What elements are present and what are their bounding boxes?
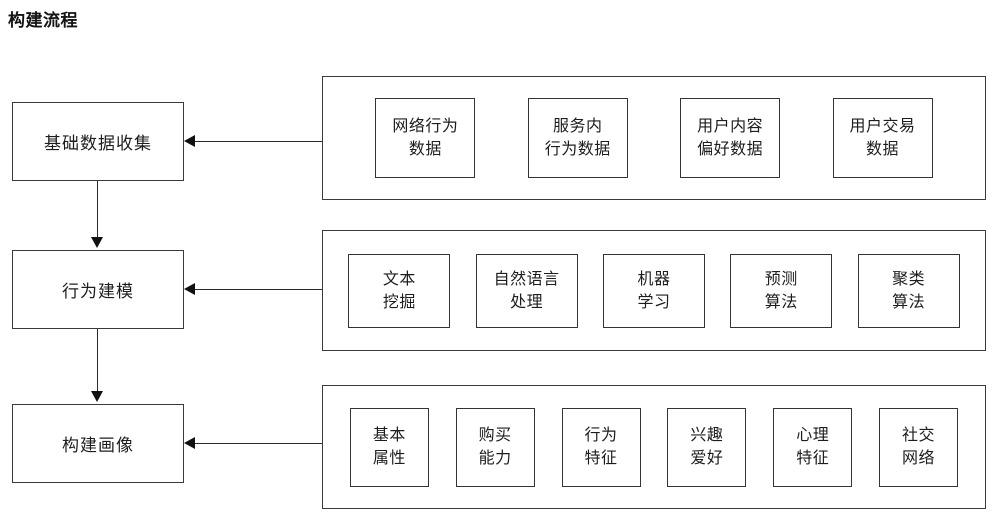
stage-box-profile-building[interactable]: 构建画像: [12, 404, 184, 483]
item-line-2: 属性: [372, 448, 406, 467]
item-box[interactable]: 文本 挖掘: [348, 253, 451, 328]
group-container-modeling-methods: 文本 挖掘 自然语言 处理 机器 学习 预测 算法 聚类 算法: [322, 230, 986, 351]
arrowhead-down-icon: [91, 237, 103, 248]
item-line-2: 挖掘: [382, 291, 416, 311]
item-line-2: 处理: [510, 291, 544, 311]
item-box[interactable]: 预测 算法: [730, 253, 833, 328]
arrowhead-left-icon: [184, 437, 195, 449]
item-line-2: 特征: [796, 448, 830, 467]
item-box[interactable]: 聚类 算法: [857, 253, 960, 328]
connector-line-stage0-to-stage1: [97, 181, 98, 238]
item-line-1: 机器: [637, 268, 671, 288]
connector-line-group2-to-stage2: [190, 443, 322, 444]
group-items-row: 文本 挖掘 自然语言 处理 机器 学习 预测 算法 聚类 算法: [323, 231, 985, 350]
item-line-2: 偏好数据: [697, 139, 764, 158]
item-box[interactable]: 兴趣 爱好: [667, 407, 747, 487]
item-box[interactable]: 行为 特征: [561, 407, 641, 487]
item-box[interactable]: 用户交易 数据: [832, 98, 933, 178]
item-line-1: 兴趣: [690, 425, 724, 445]
arrowhead-down-icon: [91, 391, 103, 402]
item-line-2: 能力: [478, 448, 512, 467]
item-line-2: 数据: [866, 139, 900, 158]
item-box[interactable]: 购买 能力: [455, 407, 535, 487]
item-line-1: 文本: [382, 268, 416, 288]
item-line-2: 算法: [892, 291, 926, 311]
item-box[interactable]: 网络行为 数据: [375, 98, 476, 178]
page-title: 构建流程: [8, 11, 78, 31]
item-line-2: 算法: [764, 291, 798, 311]
item-line-1: 预测: [764, 268, 798, 288]
arrowhead-left-icon: [184, 283, 195, 295]
item-line-2: 爱好: [690, 448, 724, 467]
item-line-1: 服务内: [553, 116, 603, 136]
item-line-1: 心理: [796, 425, 830, 445]
connector-line-group0-to-stage0: [190, 141, 322, 142]
item-line-2: 行为数据: [544, 139, 611, 158]
group-items-row: 网络行为 数据 服务内 行为数据 用户内容 偏好数据 用户交易 数据: [323, 77, 985, 199]
stage-box-behavior-modeling[interactable]: 行为建模: [12, 250, 184, 329]
item-line-2: 学习: [637, 291, 671, 311]
item-line-2: 网络: [902, 448, 936, 467]
item-line-1: 行为: [584, 425, 618, 445]
item-line-1: 社交: [902, 425, 936, 445]
stage-label: 基础数据收集: [44, 134, 152, 154]
item-box[interactable]: 自然语言 处理: [475, 253, 578, 328]
arrowhead-left-icon: [184, 135, 195, 147]
item-box[interactable]: 基本 属性: [349, 407, 429, 487]
item-box[interactable]: 心理 特征: [773, 407, 853, 487]
item-box[interactable]: 用户内容 偏好数据: [680, 98, 781, 178]
item-line-1: 聚类: [892, 268, 926, 288]
connector-line-stage1-to-stage2: [97, 329, 98, 392]
item-line-1: 购买: [478, 425, 512, 445]
group-items-row: 基本 属性 购买 能力 行为 特征 兴趣 爱好 心理 特征 社交 网络: [323, 386, 985, 508]
group-container-profile-dimensions: 基本 属性 购买 能力 行为 特征 兴趣 爱好 心理 特征 社交 网络: [322, 385, 986, 509]
item-box[interactable]: 机器 学习: [602, 253, 705, 328]
item-box[interactable]: 社交 网络: [879, 407, 959, 487]
item-line-2: 数据: [408, 139, 442, 158]
item-line-1: 用户交易: [849, 116, 916, 136]
item-line-1: 用户内容: [697, 116, 764, 136]
item-box[interactable]: 服务内 行为数据: [527, 98, 628, 178]
connector-line-group1-to-stage1: [190, 289, 322, 290]
item-line-1: 网络行为: [392, 116, 459, 136]
item-line-1: 基本: [372, 425, 406, 445]
item-line-1: 自然语言: [493, 268, 560, 288]
stage-box-basic-data-collection[interactable]: 基础数据收集: [12, 102, 184, 181]
stage-label: 行为建模: [62, 282, 134, 302]
item-line-2: 特征: [584, 448, 618, 467]
stage-label: 构建画像: [62, 436, 134, 456]
group-container-data-sources: 网络行为 数据 服务内 行为数据 用户内容 偏好数据 用户交易 数据: [322, 76, 986, 200]
